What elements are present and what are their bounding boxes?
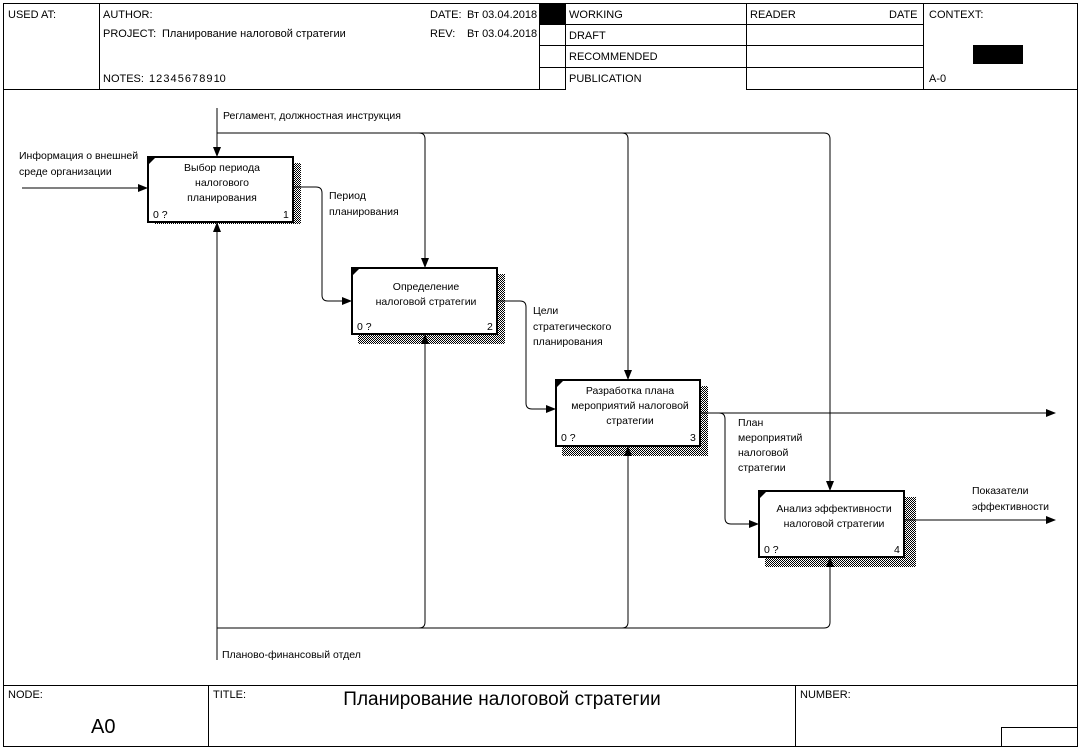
project-value: Планирование налоговой стратегии [162, 28, 346, 40]
context-value: A-0 [929, 73, 947, 85]
diagram-title: Планирование налоговой стратегии [343, 689, 661, 710]
date-label: DATE: [430, 9, 462, 21]
date-value: Вт 03.04.2018 [467, 9, 538, 21]
number-box [1001, 727, 1078, 747]
arrow-label: Информация о внешней [19, 150, 138, 162]
status-publication: PUBLICATION [569, 73, 642, 85]
box-title-line: планирования [187, 192, 257, 204]
box-body [147, 156, 294, 223]
notes-label: NOTES: [103, 73, 144, 85]
box-cost: 0 ? [764, 544, 779, 556]
title-cell [208, 685, 796, 747]
arrow-label: среде организации [19, 166, 112, 178]
activity-box-2[interactable]: Определение налоговой стратегии 0 ? 2 [351, 267, 505, 344]
box-body [758, 490, 905, 558]
arrow-label: налоговой [738, 447, 788, 459]
footer-band [3, 685, 1078, 747]
box-title-line: стратегии [606, 415, 654, 427]
box-number: 2 [487, 321, 493, 333]
arrow-plan[interactable] [701, 409, 1056, 528]
number-label: NUMBER: [800, 689, 851, 701]
status-working: WORKING [569, 9, 623, 21]
arrow-label: Планово-финансовый отдел [222, 649, 361, 661]
rev-label: REV: [430, 28, 456, 40]
context-cell [923, 3, 1078, 90]
reader-label: READER [750, 9, 796, 21]
box-title-line: Определение [393, 281, 460, 293]
activity-box-4[interactable]: Анализ эффективности налоговой стратегии… [758, 490, 916, 567]
arrow-label: стратегии [738, 462, 786, 474]
arrow-label: мероприятий [738, 432, 802, 444]
box-number: 4 [894, 544, 900, 556]
arrow-label: планирования [533, 336, 603, 348]
arrow-label: Период [329, 190, 366, 202]
status-divider [539, 45, 924, 46]
activity-box-3[interactable]: Разработка плана мероприятий налоговой с… [555, 379, 708, 456]
arrow-label: Цели [533, 305, 558, 317]
arrow-label: эффективности [972, 501, 1049, 513]
author-label: AUTHOR: [103, 9, 153, 21]
used-at-label: USED AT: [8, 9, 57, 21]
arrow-control-regulation[interactable] [213, 108, 834, 491]
node-label: NODE: [8, 689, 43, 701]
box-corner [556, 380, 564, 388]
arrow-label: Показатели [972, 485, 1029, 497]
activity-box-1[interactable]: Выбор периода налогового планирования 0 … [147, 156, 301, 224]
box-body [351, 267, 498, 335]
arrow-period[interactable] [294, 186, 352, 305]
title-label: TITLE: [213, 689, 247, 701]
project-label: PROJECT: [103, 28, 157, 40]
box-title-line: Разработка плана [586, 385, 674, 397]
notes-value: 1 2 3 4 5 6 7 8 9 10 [149, 73, 226, 85]
box-title-line: налоговой стратегии [376, 296, 477, 308]
arrow-goals[interactable] [498, 300, 556, 413]
box-cost: 0 ? [561, 432, 576, 444]
context-label: CONTEXT: [929, 9, 984, 21]
box-cost: 0 ? [357, 321, 372, 333]
status-divider [539, 67, 924, 68]
box-title-line: мероприятий налоговой [571, 400, 689, 412]
status-marker-column [539, 3, 566, 90]
box-title-line: налоговой стратегии [784, 518, 885, 530]
arrow-label: План [738, 417, 764, 429]
box-number: 1 [283, 209, 289, 221]
box-corner [352, 268, 360, 276]
box-body [555, 379, 701, 447]
reader-date-label: DATE [889, 9, 918, 21]
context-box [973, 45, 1023, 64]
arrow-mechanism-department[interactable] [213, 222, 834, 660]
arrow-label: планирования [329, 206, 399, 218]
box-title-line: Выбор периода [184, 162, 260, 174]
box-number: 3 [690, 432, 696, 444]
box-corner [759, 491, 767, 499]
arrow-label: стратегического [533, 321, 611, 333]
box-cost: 0 ? [153, 209, 168, 221]
node-value: A0 [91, 716, 116, 738]
rev-value: Вт 03.04.2018 [467, 28, 538, 40]
box-title-line: Анализ эффективности [776, 503, 892, 515]
box-corner [148, 157, 156, 165]
status-working-marker [540, 4, 565, 24]
status-divider [539, 24, 924, 25]
arrow-label: Регламент, должностная инструкция [223, 110, 401, 122]
box-title-line: налогового [195, 177, 249, 189]
status-draft: DRAFT [569, 30, 606, 42]
status-recommended: RECOMMENDED [569, 51, 658, 63]
